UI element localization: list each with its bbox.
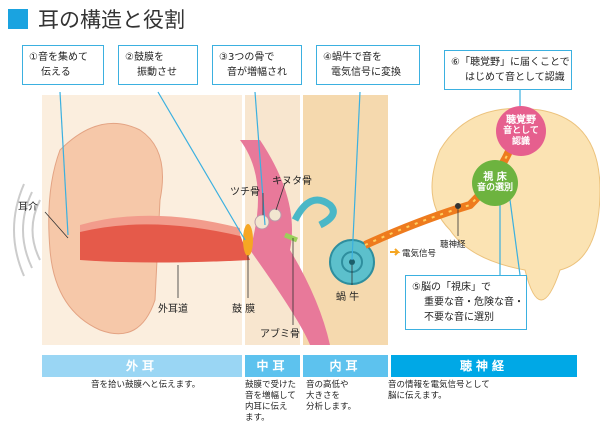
label-electric-signal: 電気信号 xyxy=(402,249,437,259)
section-outer-ear: 外耳 xyxy=(42,355,242,377)
desc-middle-ear: 鼓膜で受けた音を増幅して内耳に伝えます。 xyxy=(245,380,297,423)
callout-6: ⑥「聴覚野」に届くことではじめて音として認識 xyxy=(444,50,572,90)
label-auditory-nerve: 聴神経 xyxy=(440,240,466,250)
sound-waves-icon xyxy=(13,183,41,277)
desc-auditory-nerve: 音の情報を電気信号として脳に伝えます。 xyxy=(388,380,490,401)
title-marker xyxy=(8,9,28,29)
ear-canal xyxy=(80,223,250,263)
callout-3: ③3つの骨で音が増幅され xyxy=(212,45,302,85)
thalamus-marker: 視 床音の選別 xyxy=(472,160,518,206)
page-title: 耳の構造と役割 xyxy=(8,4,185,34)
label-incus: キヌタ骨 xyxy=(272,176,312,187)
callout-1: ①音を集めて伝える xyxy=(22,45,104,85)
callout-2: ②鼓膜を振動させ xyxy=(118,45,198,85)
label-stapes: アブミ骨 xyxy=(260,329,300,340)
incus xyxy=(268,208,282,222)
label-malleus: ツチ骨 xyxy=(230,187,260,198)
label-ear-canal: 外耳道 xyxy=(158,304,188,315)
label-eardrum: 鼓 膜 xyxy=(232,304,256,315)
brain xyxy=(431,107,600,301)
desc-outer-ear: 音を拾い鼓膜へと伝えます。 xyxy=(91,380,201,390)
label-cochlea: 蝸 牛 xyxy=(336,292,360,303)
desc-inner-ear: 音の高低や大きさを分析します。 xyxy=(306,380,357,412)
arrow-icon xyxy=(390,248,401,256)
section-auditory-nerve: 聴神経 xyxy=(391,355,577,377)
semicircular-canals xyxy=(291,196,337,229)
inner-ear-bg xyxy=(303,95,388,345)
label-leaders xyxy=(44,182,459,325)
callout-5: ⑤脳の「視床」で重要な音・危険な音・不要な音に選別 xyxy=(405,275,527,330)
label-auricle: 耳介 xyxy=(18,202,38,213)
section-middle-ear: 中耳 xyxy=(245,355,300,377)
section-inner-ear: 内耳 xyxy=(303,355,388,377)
callout-4: ④蝸牛で音を電気信号に変換 xyxy=(316,45,420,85)
stapes xyxy=(284,232,298,243)
auditory-cortex-marker: 聴覚野音として認識 xyxy=(496,106,546,156)
eardrum xyxy=(243,224,253,256)
malleus xyxy=(254,214,270,230)
